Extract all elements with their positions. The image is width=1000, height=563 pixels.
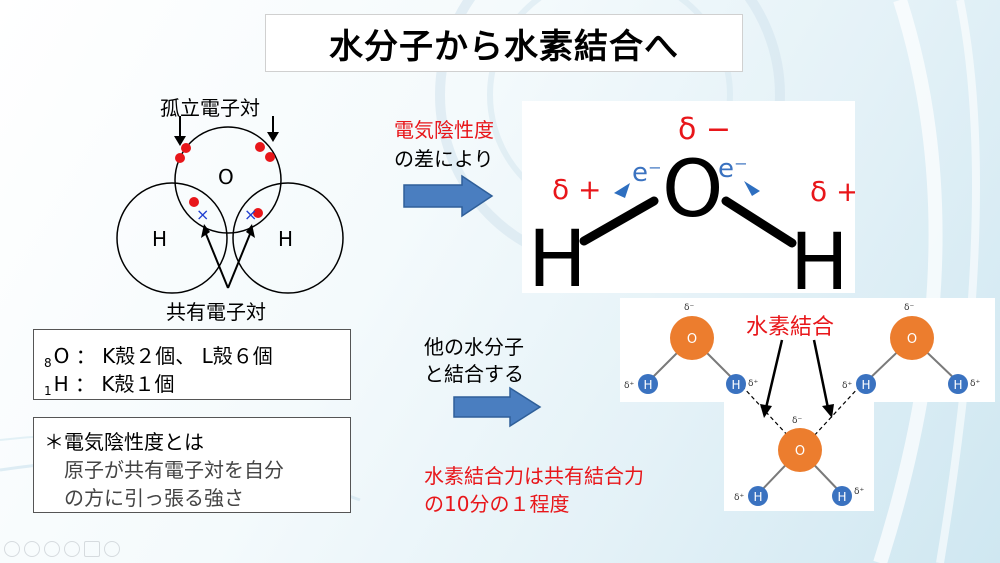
oxygen-ball	[670, 316, 714, 360]
arrow-up-icon	[201, 224, 210, 238]
bond-line-left	[579, 196, 659, 246]
arrow-down-icon	[174, 136, 186, 146]
polar-atom-O: O	[662, 145, 723, 235]
atom-label-H-right: H	[278, 227, 293, 251]
right-arrow-icon	[453, 386, 542, 428]
definition-body-line2: の方に引っ張る強さ	[64, 486, 244, 510]
oxygen-ball-label: O	[907, 332, 917, 347]
hbond-caption-line1: 他の水分子	[424, 335, 524, 359]
delta-plus-small: δ⁺	[854, 487, 865, 497]
delta-minus-small: δ⁻	[904, 303, 915, 313]
electron-dot	[181, 143, 191, 153]
hydrogen-ball	[856, 374, 876, 394]
right-arrow-icon	[403, 174, 494, 218]
hydrogen-atom-circle-left	[116, 182, 228, 294]
oxygen-atom-circle	[174, 126, 282, 234]
electron-dot	[253, 208, 263, 218]
hydrogen-ball-label: H	[753, 490, 762, 504]
presenter-toolbar	[4, 541, 120, 559]
electron-label-right: e⁻	[718, 154, 748, 184]
polarity-caption-black: の差により	[394, 147, 494, 171]
hbond-label: 水素結合	[746, 315, 834, 340]
hydrogen-ball-label: H	[643, 378, 652, 392]
delta-plus-left-label: δ +	[552, 173, 602, 206]
slides-icon[interactable]	[84, 541, 100, 557]
oxygen-ball-label: O	[687, 332, 697, 347]
oxygen-ball	[890, 316, 934, 360]
definition-body-line1: 原子が共有電子対を自分	[64, 458, 284, 482]
atom-label-H-left: H	[152, 227, 167, 251]
electron-dot	[255, 142, 265, 152]
oxygen-ball	[778, 428, 822, 472]
hydrogen-ball	[638, 374, 658, 394]
arrow-down-icon	[760, 404, 772, 418]
more-options-icon[interactable]	[104, 541, 120, 557]
polar-atom-H-left: H	[528, 215, 587, 293]
delta-plus-right-label: δ +	[810, 175, 855, 208]
next-icon[interactable]	[24, 541, 40, 557]
oxygen-ball-label: O	[795, 444, 805, 459]
hydrogen-ball	[726, 374, 746, 394]
shift-arrow-icon	[744, 181, 760, 196]
bond-line-right	[721, 196, 797, 248]
delta-minus-small: δ⁻	[792, 416, 803, 426]
electronegativity-definition: ＊電気陰性度とは 原子が共有電子対を自分 の方に引っ張る強さ	[33, 417, 351, 513]
delta-plus-small: δ⁺	[842, 381, 853, 391]
hydrogen-atom-circle-right	[232, 182, 344, 294]
previous-icon[interactable]	[4, 541, 20, 557]
hydrogen-ball-label: H	[837, 490, 846, 504]
electron-label-left: e⁻	[632, 158, 662, 188]
electron-dot	[175, 153, 185, 163]
electron-dot	[265, 152, 275, 162]
delta-plus-small: δ⁺	[970, 379, 981, 389]
delta-minus-small: δ⁻	[684, 303, 695, 313]
electron-dot	[189, 197, 199, 207]
hbond-caption-line2: と結合する	[424, 362, 524, 386]
lone-pair-label: 孤立電子対	[160, 96, 260, 120]
hydrogen-ball-label: H	[953, 378, 962, 392]
cross-electron-icon: ×	[244, 205, 257, 224]
hydrogen-ball	[832, 486, 852, 506]
water-atom-diagram: × × O H H	[116, 116, 344, 294]
hydrogen-bond-diagram: 水素結合 O O O H H H H H H δ⁻ δ⁻ δ⁻ δ⁺ δ⁺	[620, 298, 995, 511]
slide-title: 水分子から水素結合へ	[265, 14, 743, 72]
shift-arrow-icon	[614, 183, 630, 198]
hydrogen-ball-label: H	[731, 378, 740, 392]
hydrogen-ball-label: H	[861, 378, 870, 392]
hbond-note-line2: の10分の１程度	[424, 492, 570, 516]
hydrogen-ball	[748, 486, 768, 506]
arrow-down-icon	[267, 132, 279, 142]
delta-minus-label: δ −	[678, 112, 731, 147]
hbond-note-line1: 水素結合力は共有結合力	[424, 464, 644, 488]
polar-atom-H-right: H	[790, 218, 849, 293]
zoom-icon[interactable]	[64, 541, 80, 557]
arrow-down-icon	[822, 404, 834, 418]
definition-heading: ＊電気陰性度とは	[44, 430, 204, 454]
cross-electron-icon: ×	[196, 205, 209, 224]
arrow-up-icon	[246, 224, 255, 238]
delta-plus-small: δ⁺	[748, 379, 759, 389]
delta-plus-small: δ⁺	[734, 493, 745, 503]
polar-water-panel: δ − δ + δ + O H H e⁻ e⁻	[522, 101, 855, 293]
shared-pair-label: 共有電子対	[166, 300, 266, 324]
delta-plus-small: δ⁺	[624, 381, 635, 391]
atom-label-O: O	[218, 165, 234, 189]
hydrogen-ball	[948, 374, 968, 394]
pen-icon[interactable]	[44, 541, 60, 557]
polarity-caption-red: 電気陰性度	[394, 118, 494, 142]
